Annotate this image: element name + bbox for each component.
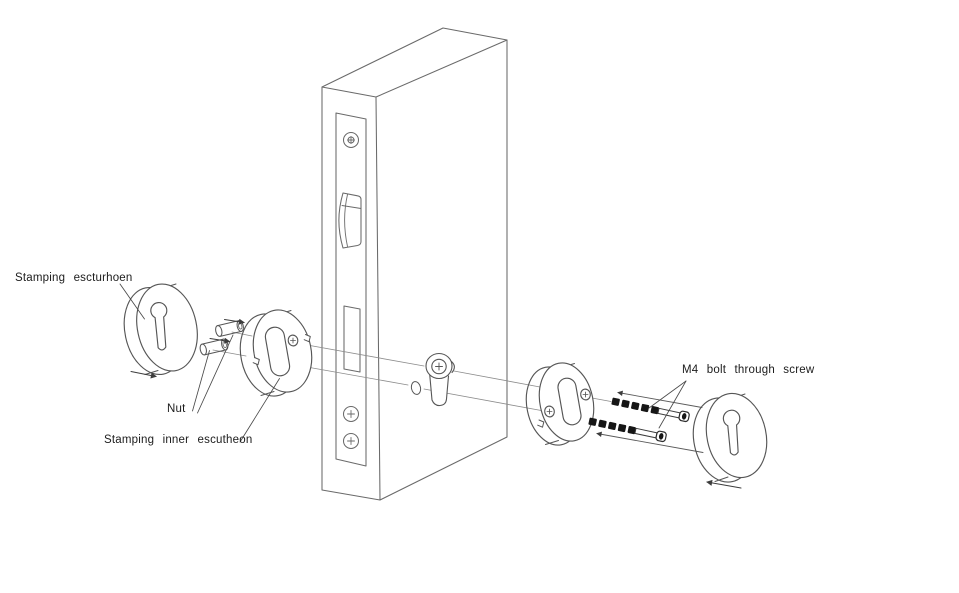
faceplate xyxy=(335,112,367,467)
lock-case-silhouette xyxy=(321,27,508,501)
faceplate-screw-middle xyxy=(342,405,360,423)
leader-nut-1 xyxy=(192,350,210,412)
insert-arrow-left xyxy=(130,371,157,379)
inner-escutcheon-right xyxy=(525,362,595,446)
inner-escutcheon-left xyxy=(239,309,313,397)
label-outer-escutcheon: Stamping escturhoen xyxy=(15,272,133,284)
faceplate-screw-top xyxy=(342,131,360,149)
keyhole-right xyxy=(722,409,741,456)
inner-escutcheon-left-notch-left xyxy=(252,357,260,366)
keyhole-left xyxy=(150,302,168,351)
inner-escutcheon-right-face xyxy=(538,362,595,442)
leader-lines xyxy=(119,283,687,443)
nut-upper xyxy=(215,320,244,337)
bolt-insert-line-lower xyxy=(596,431,704,453)
euro-cylinder xyxy=(425,352,455,407)
inner-escutcheon-left-screw-hole xyxy=(287,334,299,347)
leader-m4-bolt-1 xyxy=(648,380,687,409)
leader-outer-escutcheon-left xyxy=(119,283,145,320)
faceplate-screw-bottom xyxy=(342,432,360,450)
outer-escutcheon-right xyxy=(692,392,768,483)
inner-escutcheon-right-screw-hole-lower xyxy=(544,405,555,418)
outer-escutcheon-left-face xyxy=(136,283,198,372)
leader-inner-escutcheon-left xyxy=(239,378,280,443)
euro-cylinder-body xyxy=(428,371,450,407)
euro-cylinder-cam xyxy=(450,360,455,374)
m4-bolt-lower xyxy=(588,417,667,443)
m4-bolt-upper xyxy=(611,397,690,423)
inner-escutcheon-right-notch xyxy=(537,419,545,428)
nut-arrow-upper xyxy=(224,318,245,325)
leader-m4-bolt-2 xyxy=(658,380,687,429)
inner-escutcheon-left-face xyxy=(252,309,313,393)
label-nut: Nut xyxy=(167,403,186,415)
label-inner-escutcheon: Stamping inner escutheon xyxy=(104,434,253,446)
lock-case-top-edges xyxy=(321,39,508,501)
nut-arrow-lower xyxy=(209,337,231,344)
latch-bolt xyxy=(338,192,362,249)
label-m4-bolt: M4 bolt through screw xyxy=(682,364,815,376)
inner-escutcheon-left-notch-right xyxy=(303,334,311,343)
inner-escutcheon-right-screw-hole-upper xyxy=(580,388,591,401)
insert-arrow-right xyxy=(706,479,742,489)
lock-case xyxy=(321,27,508,501)
cylinder-fixing-screw xyxy=(431,358,447,375)
deadbolt-slot xyxy=(343,305,361,373)
outer-escutcheon-right-face xyxy=(705,392,768,479)
outer-escutcheon-left xyxy=(123,283,198,376)
spindle-hole xyxy=(410,381,422,395)
inner-escutcheon-left-cylinder-hole xyxy=(264,326,291,377)
leader-nut-2 xyxy=(197,334,234,414)
inner-escutcheon-right-cylinder-hole xyxy=(557,377,582,426)
